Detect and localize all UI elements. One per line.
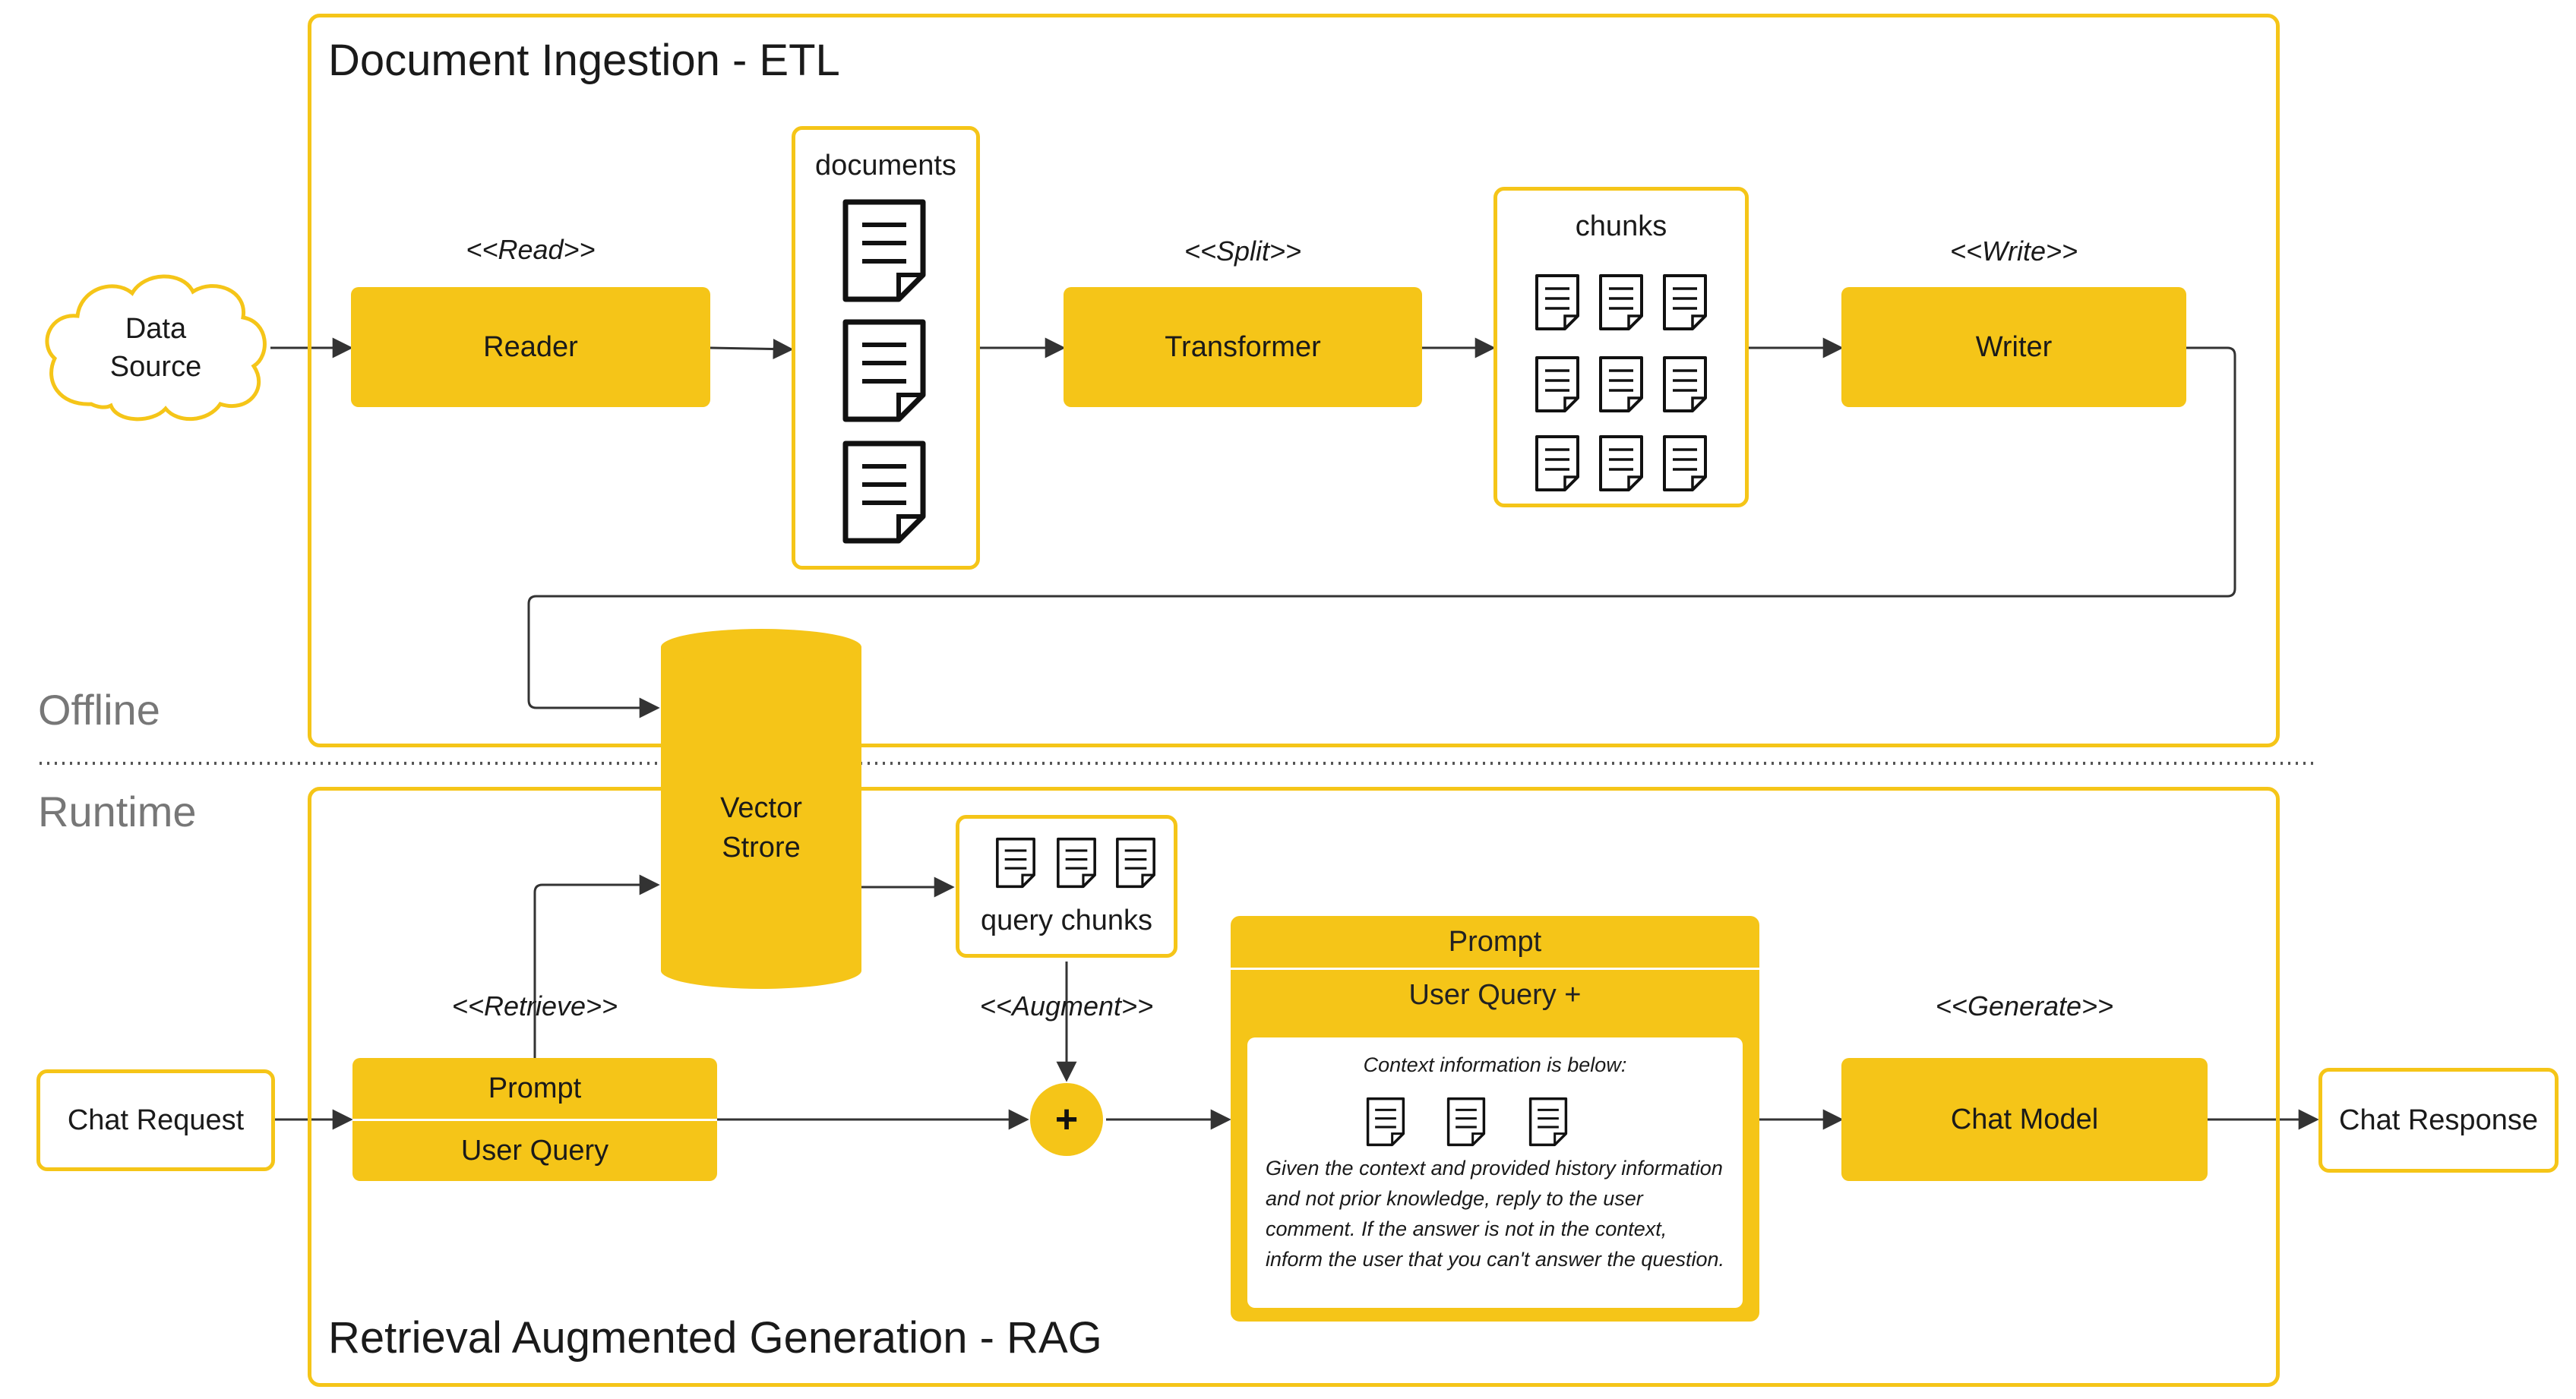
split-stereotype: <<Split>> [1184, 235, 1302, 267]
augmented-prompt: Prompt User Query + Context information … [1231, 916, 1759, 1322]
augment-plus-circle: + [1030, 1083, 1103, 1156]
chat-model-box: Chat Model [1841, 1058, 2208, 1181]
retrieve-stereotype: <<Retrieve>> [451, 990, 618, 1022]
user-query-label: User Query [460, 1135, 609, 1167]
chunk-document-icon [1663, 274, 1707, 330]
context-heading: Context information is below: [1363, 1053, 1627, 1076]
read-stereotype: <<Read>> [466, 234, 596, 265]
document-icon [842, 199, 926, 302]
context-instructions: Given the context and provided history i… [1266, 1157, 1724, 1271]
rag-title: Retrieval Augmented Generation - RAG [328, 1313, 1102, 1363]
chunk-document-icon [1535, 274, 1579, 330]
context-panel: Context information is below: Given the … [1247, 1037, 1743, 1308]
plus-icon: + [1054, 1097, 1079, 1142]
chunk-document-icon [1528, 1097, 1568, 1147]
offline-label: Offline [38, 686, 160, 734]
document-icon [842, 319, 926, 422]
etl-title: Document Ingestion - ETL [328, 36, 840, 85]
document-icon [842, 441, 926, 544]
data-source-label: Data Source [109, 313, 202, 383]
augment-stereotype: <<Augment>> [979, 990, 1154, 1022]
chunk-document-icon [1599, 274, 1643, 330]
write-stereotype: <<Write>> [1949, 235, 2078, 267]
runtime-label: Runtime [38, 788, 197, 835]
transformer-box: Transformer [1064, 287, 1422, 407]
prompt-divider [352, 1119, 717, 1121]
prompt-label: Prompt [488, 1072, 582, 1104]
arrow-reader-documents [710, 339, 794, 360]
chunk-document-icon [1535, 435, 1579, 491]
augmented-prompt-divider [1231, 968, 1759, 970]
reader-box: Reader [351, 287, 710, 407]
augmented-user-query-label: User Query + [1408, 978, 1582, 1011]
chunk-document-icon [1663, 435, 1707, 491]
chunk-document-icon [996, 837, 1035, 889]
cloud-icon [45, 274, 267, 422]
writer-box: Writer [1841, 287, 2186, 407]
chat-request-box: Chat Request [36, 1069, 275, 1171]
chunks-label: chunks [1575, 210, 1667, 242]
arrow-prompt-vectorstore [533, 874, 660, 1058]
database-cylinder-icon [661, 629, 861, 989]
chunk-document-icon [1535, 356, 1579, 412]
chunk-document-icon [1663, 356, 1707, 412]
chunk-document-icon [1057, 837, 1096, 889]
data-source-cloud: Data Source [38, 267, 273, 427]
documents-label: documents [815, 150, 956, 182]
chunk-document-icon [1116, 837, 1155, 889]
query-chunks-label: query chunks [980, 905, 1152, 936]
generate-stereotype: <<Generate>> [1935, 990, 2114, 1022]
vector-store-label: Vector Strore [720, 792, 802, 864]
prompt-box: Prompt User Query [352, 1058, 717, 1181]
chat-response-box: Chat Response [2318, 1068, 2559, 1173]
chunk-document-icon [1366, 1097, 1405, 1147]
vector-store: Vector Strore [661, 629, 861, 989]
rag-frame [308, 787, 2280, 1387]
chunk-document-icon [1599, 435, 1643, 491]
chunk-document-icon [1446, 1097, 1486, 1147]
etl-frame [308, 14, 2280, 747]
augmented-prompt-label: Prompt [1448, 925, 1542, 958]
chunk-document-icon [1599, 356, 1643, 412]
arrow-writer-vectorstore [527, 346, 2236, 718]
